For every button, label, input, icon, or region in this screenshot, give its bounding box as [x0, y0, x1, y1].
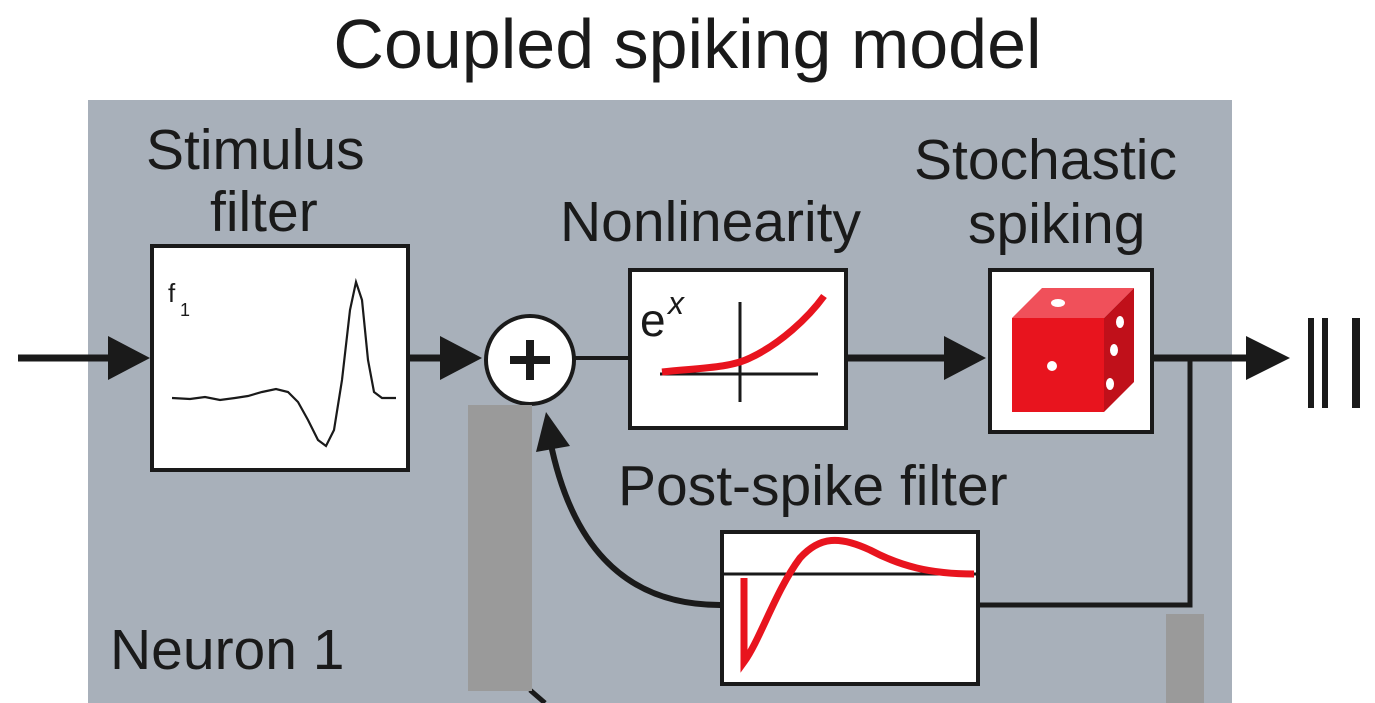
exp-curve-plot	[660, 293, 827, 402]
stimulus-filter-label-line1: Stimulus	[146, 118, 365, 182]
stochastic-spiking-label-line2: spiking	[968, 192, 1146, 256]
redaction-block-left	[468, 405, 532, 691]
lower-connector	[528, 688, 547, 703]
feedback-vertical-line	[980, 360, 1193, 608]
post-spike-filter-plot	[724, 536, 976, 673]
filter-to-sum-arrow	[410, 336, 482, 380]
exp-base-label: e	[640, 294, 666, 346]
stochastic-spiking-label-line1: Stochastic	[914, 128, 1177, 192]
dice-icon	[1012, 288, 1134, 412]
stimulus-filter-box	[150, 244, 410, 472]
post-spike-filter-box	[720, 530, 980, 686]
neuron-label: Neuron 1	[110, 618, 345, 682]
output-arrow	[1154, 336, 1290, 380]
filter-label: f	[168, 278, 176, 308]
feedback-curve	[547, 439, 721, 608]
stimulus-filter-trace	[171, 277, 396, 448]
feedback-arrowhead	[536, 412, 570, 452]
stimulus-filter-label-line2: filter	[210, 180, 318, 244]
nonlinearity-to-spiking-arrow	[848, 336, 986, 380]
nonlinearity-box	[628, 268, 848, 430]
nonlinearity-label: Nonlinearity	[560, 190, 861, 254]
diagram-title: Coupled spiking model	[333, 5, 1042, 83]
spike-train-icon	[1308, 318, 1360, 408]
input-arrow	[18, 336, 150, 380]
redaction-block-right	[1166, 614, 1204, 703]
exp-power-label: x	[666, 285, 685, 321]
filter-subscript: 1	[180, 300, 190, 320]
sum-node	[484, 314, 576, 406]
post-spike-filter-label: Post-spike filter	[618, 454, 1008, 518]
